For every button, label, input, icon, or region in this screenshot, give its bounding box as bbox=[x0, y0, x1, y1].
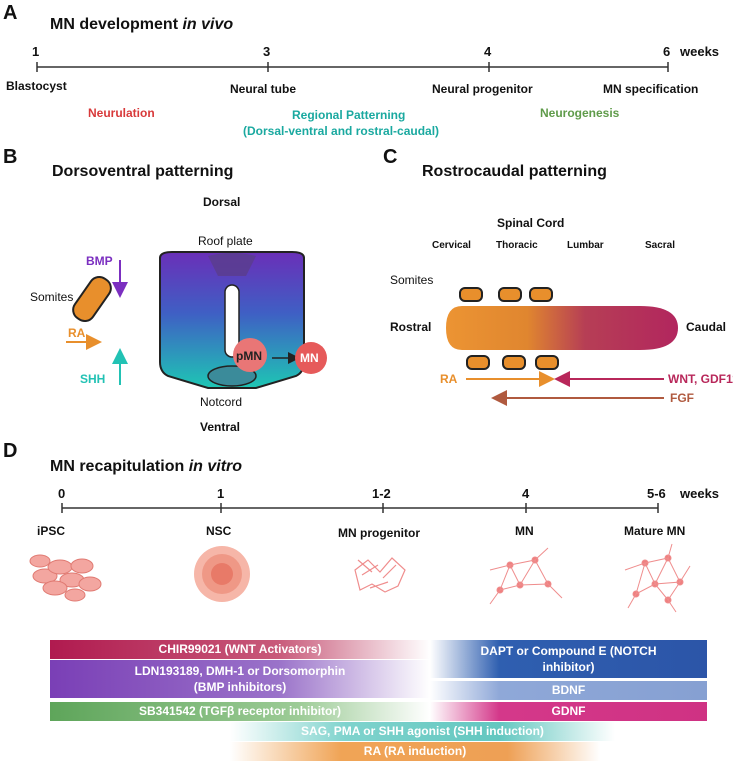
label-dorsal: Dorsal bbox=[203, 195, 241, 209]
bar-gdnf: GDNF bbox=[430, 702, 707, 721]
weeks-label-a: weeks bbox=[680, 44, 720, 59]
bar-dapt-line2: inhibitor) bbox=[542, 660, 595, 674]
stage-mn: MN bbox=[515, 524, 534, 538]
label-roof-plate: Roof plate bbox=[198, 234, 253, 248]
panel-d-title: MN recapitulation in vitro bbox=[50, 458, 242, 476]
tick-a-3: 6 bbox=[663, 44, 671, 59]
bar-chir99021: CHIR99021 (WNT Activators) bbox=[50, 640, 430, 659]
label-wnt-gdf11: WNT, GDF11 bbox=[668, 372, 733, 386]
bar-dapt: DAPT or Compound E (NOTCH inhibitor) bbox=[430, 640, 707, 678]
region-thoracic: Thoracic bbox=[496, 240, 538, 251]
bar-ldn-line1: LDN193189, DMH-1 or Dorsomorphin bbox=[134, 664, 346, 678]
neural-tube-rostrocaudal bbox=[446, 306, 678, 350]
mn-progenitor-cells bbox=[354, 557, 406, 593]
tick-d-2: 1-2 bbox=[372, 486, 391, 501]
stage-nsc: NSC bbox=[206, 524, 232, 538]
label-bmp: BMP bbox=[86, 254, 113, 268]
panel-letter-c: C bbox=[383, 146, 398, 168]
stage-mn-progenitor: MN progenitor bbox=[338, 526, 420, 540]
label-notcord: Notcord bbox=[200, 395, 243, 409]
bar-ldn193189: LDN193189, DMH-1 or Dorsomorphin (BMP inh… bbox=[50, 660, 430, 698]
label-fgf: FGF bbox=[670, 391, 694, 405]
label-mn-b: MN bbox=[300, 351, 319, 365]
label-shh: SHH bbox=[80, 372, 106, 386]
weeks-label-d: weeks bbox=[680, 486, 720, 501]
mn-circle bbox=[295, 342, 327, 374]
bar-dapt-line1: DAPT or Compound E (NOTCH bbox=[480, 644, 657, 658]
panel-d-title-italic: in vitro bbox=[188, 458, 243, 475]
region-cervical: Cervical bbox=[432, 240, 471, 251]
tick-d-4: 5-6 bbox=[647, 486, 666, 501]
tick-a-1: 3 bbox=[263, 44, 271, 59]
somite-b bbox=[72, 275, 112, 323]
stage-blastocyst: Blastocyst bbox=[6, 79, 67, 93]
label-ra-c: RA bbox=[440, 372, 458, 386]
panel-c-title: Rostrocaudal patterning bbox=[422, 163, 607, 180]
region-sacral: Sacral bbox=[645, 240, 676, 251]
bar-bdnf: BDNF bbox=[430, 681, 707, 700]
label-ra-b: RA bbox=[68, 326, 86, 340]
panel-a-title-italic: in vivo bbox=[182, 16, 234, 33]
bar-sag: SAG, PMA or SHH agonist (SHH induction) bbox=[230, 722, 615, 741]
bar-sb341542: SB341542 (TGFβ receptor inhibitor) bbox=[50, 702, 430, 721]
tick-a-0: 1 bbox=[32, 44, 40, 59]
mature-mn-network bbox=[624, 543, 691, 613]
nsc-sphere bbox=[194, 546, 250, 602]
process-patterning-line2: (Dorsal-ventral and rostral-caudal) bbox=[243, 124, 440, 138]
stage-neural-tube: Neural tube bbox=[230, 82, 297, 96]
label-pmn: pMN bbox=[236, 349, 262, 363]
panel-letter-d: D bbox=[3, 440, 18, 462]
tick-d-3: 4 bbox=[522, 486, 530, 501]
bar-ldn-line2: (BMP inhibitors) bbox=[193, 680, 287, 694]
panel-a-title-text: MN development bbox=[50, 16, 183, 33]
tick-d-1: 1 bbox=[217, 486, 225, 501]
timeline-a bbox=[36, 62, 669, 72]
panel-d-title-text: MN recapitulation bbox=[50, 458, 189, 475]
process-neurogenesis: Neurogenesis bbox=[540, 106, 620, 120]
label-ventral: Ventral bbox=[200, 420, 241, 434]
spinal-cord-cross-section bbox=[159, 251, 305, 389]
stage-mn-specification: MN specification bbox=[603, 82, 699, 96]
process-patterning-line1: Regional Patterning bbox=[292, 108, 406, 122]
pmn-circle bbox=[233, 338, 267, 372]
stage-neural-progenitor: Neural progenitor bbox=[432, 82, 533, 96]
label-caudal: Caudal bbox=[686, 320, 727, 334]
bar-ra-induction: RA (RA induction) bbox=[230, 742, 600, 761]
somites-c bbox=[459, 287, 559, 370]
panel-a-title: MN development in vivo bbox=[50, 16, 233, 34]
mn-network bbox=[489, 547, 563, 605]
ipsc-cells bbox=[29, 554, 102, 602]
stage-mature-mn: Mature MN bbox=[624, 524, 686, 538]
stage-ipsc: iPSC bbox=[37, 524, 66, 538]
label-spinal-cord: Spinal Cord bbox=[497, 216, 565, 230]
panel-letter-b: B bbox=[3, 146, 18, 168]
panel-letter-a: A bbox=[3, 2, 18, 24]
label-somites-c: Somites bbox=[390, 273, 434, 287]
label-somites-b: Somites bbox=[30, 290, 74, 304]
tick-a-2: 4 bbox=[484, 44, 492, 59]
process-neurulation: Neurulation bbox=[88, 106, 155, 120]
label-rostral: Rostral bbox=[390, 320, 432, 334]
tick-d-0: 0 bbox=[58, 486, 66, 501]
timeline-d bbox=[61, 503, 659, 513]
panel-b-title: Dorsoventral patterning bbox=[52, 163, 234, 180]
region-lumbar: Lumbar bbox=[567, 240, 604, 251]
